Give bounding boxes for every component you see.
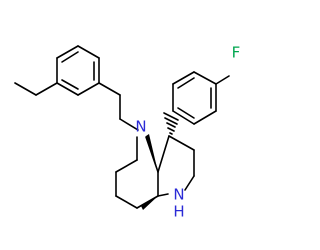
bond [136, 195, 159, 209]
bond [184, 175, 195, 191]
piperidine-ring [115, 136, 159, 209]
fluorophenyl-ring [172, 71, 217, 125]
bond [193, 71, 217, 85]
methyl-bond [14, 82, 37, 96]
bond [56, 82, 79, 96]
pyrrolidine-ring [157, 135, 195, 197]
benzyl-bond [119, 118, 139, 131]
structure-canvas: F N N H [14, 43, 241, 221]
amine-hydrogen-label: H [173, 203, 184, 221]
bond [77, 45, 100, 59]
stereo-wedge-bond [146, 134, 158, 172]
benzyl-bond [98, 82, 121, 96]
methyl-bond [35, 82, 58, 96]
bond [56, 45, 79, 59]
bond [77, 82, 100, 96]
double-bond-inner [177, 107, 195, 119]
methylbenzyl-ring [56, 45, 100, 96]
fluorine-label: F [232, 44, 241, 62]
fluoro-bond [215, 75, 230, 85]
amine-nitrogen-label: N [173, 186, 184, 204]
ring-nitrogen-label: N [135, 118, 146, 136]
bond [168, 135, 195, 151]
bond [115, 159, 138, 173]
stereo-hash-bond [163, 112, 179, 135]
stereo-wedge-bond [141, 196, 158, 210]
bond [157, 135, 170, 173]
double-bond-inner [61, 79, 79, 90]
molecule-drawing: F N N H [14, 44, 241, 221]
bond [115, 195, 138, 209]
bond [172, 110, 195, 125]
bond [145, 136, 159, 173]
double-bond-inner [177, 77, 195, 89]
bond [193, 110, 217, 125]
bond [157, 193, 169, 197]
bond [172, 71, 195, 85]
double-bond-inner [61, 51, 79, 63]
